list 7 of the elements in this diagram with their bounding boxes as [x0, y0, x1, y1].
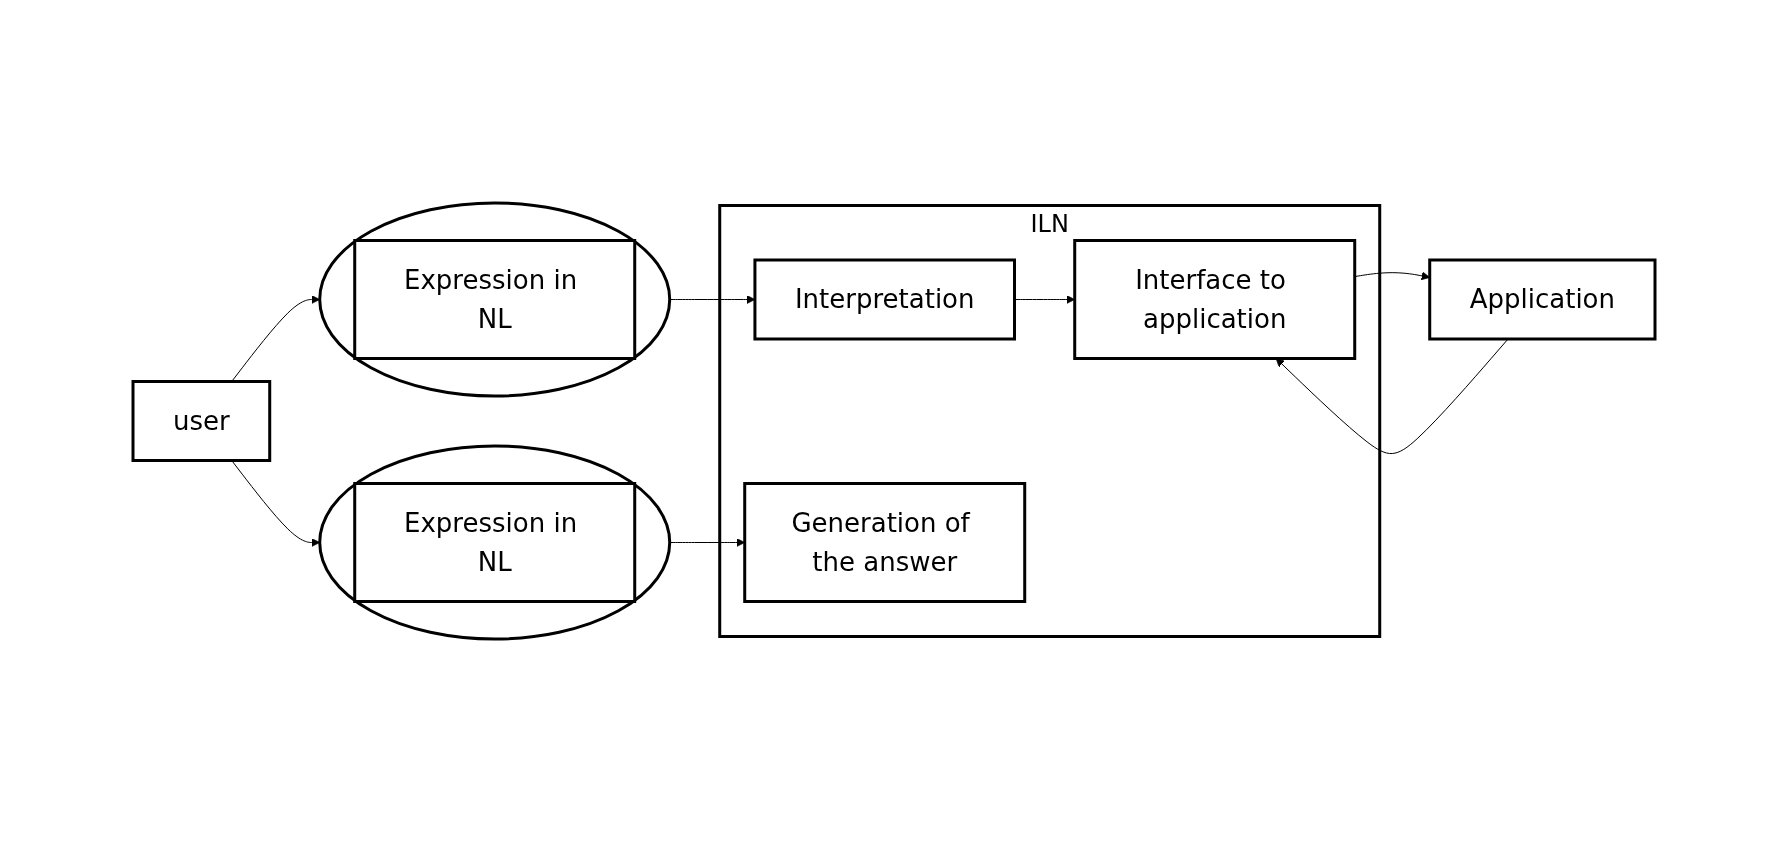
- node-box: Application: [1428, 258, 1657, 341]
- node-box: Expression in NL: [353, 239, 637, 360]
- node-box: Generation of the answer: [743, 482, 1027, 603]
- node-box: Expression in NL: [353, 482, 637, 603]
- node-box: Interface to application: [1073, 239, 1357, 360]
- node-box: user: [131, 380, 272, 462]
- node-box: Interpretation: [753, 258, 1016, 341]
